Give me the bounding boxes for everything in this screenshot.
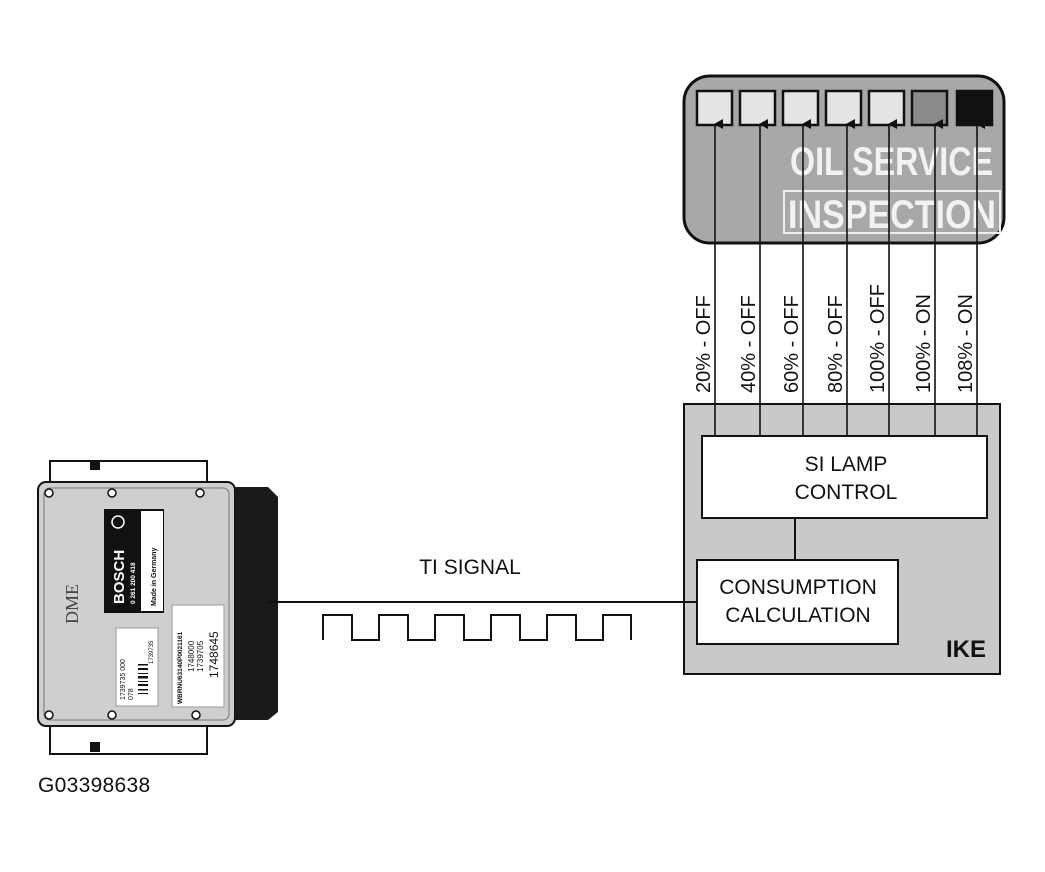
sticker-left-line1: 1739735 000 <box>120 659 127 700</box>
made-in-germany: Made in Germany <box>151 548 158 606</box>
bosch-part-number: 0 261 200 418 <box>130 562 137 604</box>
sticker-left-line2: 078 <box>128 688 135 700</box>
sticker-right-line3: 1739705 <box>196 640 205 672</box>
figure-code: G03398638 <box>38 774 151 797</box>
si-lamp-control-line1: SI LAMP <box>805 453 888 476</box>
lamp-state-label-2: 40% - OFF <box>738 295 760 393</box>
lamp-square-7 <box>955 89 994 127</box>
lamp-state-label-7: 108% - ON <box>955 294 977 393</box>
ti-signal-label: TI SIGNAL <box>419 556 521 579</box>
consumption-calculation-box <box>696 559 899 645</box>
service-interval-display: OIL SERVICE INSPECTION <box>682 74 1006 245</box>
lamp-state-label-6: 100% - ON <box>913 294 935 393</box>
consumption-line2: CALCULATION <box>725 604 870 627</box>
oil-service-text: OIL SERVICE <box>790 140 993 184</box>
ti-pulse-train <box>322 614 632 641</box>
sticker-right-line2: 1748000 <box>187 640 196 672</box>
sticker-right <box>171 604 225 708</box>
si-lamp-control-box <box>701 435 988 519</box>
ike-label: IKE <box>946 636 986 663</box>
lamp-state-label-3: 60% - OFF <box>781 295 803 393</box>
barcode-left <box>138 664 148 694</box>
sticker-left-line3: 1739735 <box>149 640 155 664</box>
lamp-square-3 <box>781 89 820 127</box>
inspection-frame <box>783 190 1001 234</box>
dme-control-unit: DME BOSCH 0 261 200 418 Made in Germany … <box>37 460 278 755</box>
dme-label: DME <box>62 584 82 624</box>
lamp-square-6 <box>910 89 949 127</box>
lamp-state-label-5: 100% - OFF <box>867 284 889 393</box>
sticker-right-line1: WBRNU63140P0021161 <box>177 631 184 704</box>
lamp-square-1 <box>695 89 734 127</box>
lamp-square-4 <box>824 89 863 127</box>
lamp-state-label-1: 20% - OFF <box>693 295 715 393</box>
bosch-brand: BOSCH <box>111 550 128 604</box>
lamp-square-2 <box>738 89 777 127</box>
consumption-line1: CONSUMPTION <box>719 576 877 599</box>
sticker-left <box>115 627 159 707</box>
lamp-square-5 <box>867 89 906 127</box>
lamp-state-label-4: 80% - OFF <box>825 295 847 393</box>
si-lamp-control-line2: CONTROL <box>795 481 898 504</box>
sticker-right-line4: 1748645 <box>207 631 221 678</box>
inspection-text: INSPECTION <box>788 193 996 237</box>
ike-module: SI LAMP CONTROL CONSUMPTION CALCULATION … <box>683 403 1001 675</box>
